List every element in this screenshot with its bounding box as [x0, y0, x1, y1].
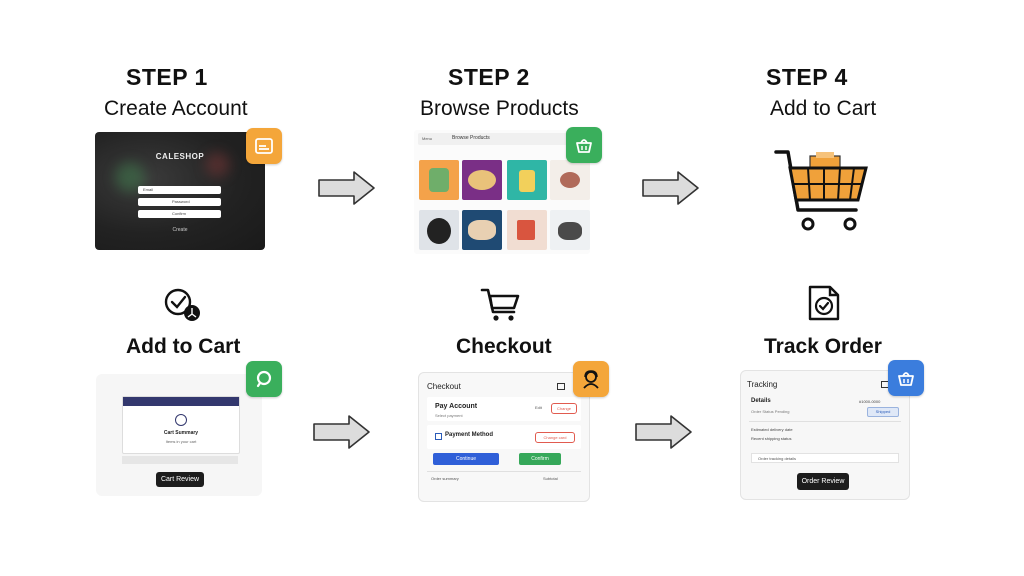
cart-summary-text: Cart Summary [163, 430, 199, 436]
menu-link[interactable]: Menu [422, 136, 433, 141]
product-tile[interactable] [419, 160, 459, 200]
pay-account-title: Pay Account [435, 403, 478, 410]
recent-status: Recent shipping status [751, 436, 792, 441]
blur-decoration [205, 152, 230, 177]
account-badge [246, 128, 282, 164]
flow-arrow [642, 171, 699, 205]
step-4-title: Add to Cart [770, 97, 877, 120]
cart-icon [480, 288, 520, 321]
pay-account-section: Pay Account Select payment Edit Change [427, 397, 581, 421]
check-circle-icon [164, 288, 200, 321]
search-icon [256, 370, 272, 388]
product-tile[interactable] [462, 160, 502, 200]
order-review-button[interactable]: Order Review [797, 473, 849, 490]
step-4-label: STEP 4 [766, 64, 848, 90]
shipped-button[interactable]: Shipped [867, 407, 899, 417]
product-tile[interactable] [419, 210, 459, 250]
shopping-cart-icon [774, 150, 868, 231]
step-1-title: Create Account [104, 97, 248, 120]
product-tile[interactable] [550, 160, 590, 200]
basket-icon [576, 139, 592, 153]
cart-panel: Cart Summary Items in your cart [122, 396, 240, 454]
document-check-icon [808, 285, 840, 321]
card-icon [435, 433, 442, 440]
subtotal-text: Subtotal [543, 476, 558, 481]
flow-arrow [313, 415, 370, 449]
cart-panel-header [123, 397, 239, 406]
payment-method-label: Payment Method [445, 432, 494, 438]
add-to-cart-title: Add to Cart [126, 335, 241, 358]
basket-icon [898, 372, 914, 386]
product-tile[interactable] [507, 160, 547, 200]
checkout-badge [573, 361, 609, 397]
divider [427, 471, 581, 472]
tracking-card: Tracking Details #1000-0000 Order Status… [740, 370, 910, 500]
card-icon [255, 138, 273, 154]
target-icon [175, 414, 187, 426]
tracking-badge [888, 360, 924, 396]
edit-text: Edit [535, 405, 542, 410]
flow-arrow [318, 171, 375, 205]
tracking-header: Tracking [747, 380, 778, 389]
checkout-card: Checkout Pay Account Select payment Edit… [418, 372, 590, 502]
divider [749, 421, 901, 422]
product-tile[interactable] [507, 210, 547, 250]
cart-items-text: Items in your cart [165, 439, 197, 444]
cart-badge [246, 361, 282, 397]
browse-topbar: Menu Browse Products [418, 133, 568, 145]
flow-arrow [635, 415, 692, 449]
confirm-field[interactable]: Confirm [138, 210, 221, 218]
shop-brand: CALESHOP [155, 152, 205, 161]
tracking-input[interactable]: Order tracking details [751, 453, 899, 463]
product-tile[interactable] [550, 210, 590, 250]
cart-bar [122, 456, 238, 464]
track-order-title: Track Order [764, 335, 882, 358]
cart-summary-card: Cart Summary Items in your cart Cart Rev… [96, 374, 262, 496]
support-agent-icon [583, 370, 599, 389]
create-link[interactable]: Create [172, 227, 188, 233]
window-icon [557, 383, 565, 390]
order-summary-text: Order summary [431, 476, 459, 481]
step-2-title: Browse Products [420, 97, 579, 120]
password-field[interactable]: Password [138, 198, 221, 206]
checkout-title: Checkout [456, 335, 552, 358]
cart-review-button[interactable]: Cart Review [156, 472, 204, 487]
browse-header: Browse Products [452, 135, 490, 141]
estimated-delivery: Estimated delivery date [751, 427, 793, 432]
order-number: #1000-0000 [859, 399, 881, 404]
pay-account-sub: Select payment [435, 413, 463, 418]
tracking-status-text: Order Status Pending [751, 409, 790, 414]
confirm-button[interactable]: Confirm [519, 453, 561, 465]
step-2-label: STEP 2 [448, 64, 530, 90]
change-card-button[interactable]: Change card [535, 432, 575, 443]
continue-button[interactable]: Continue [433, 453, 499, 465]
product-tile[interactable] [462, 210, 502, 250]
browse-screen: Menu Browse Products [414, 130, 590, 254]
browse-badge [566, 127, 602, 163]
create-account-screen: CALESHOP Email Password Confirm Create [95, 132, 265, 250]
checkout-header: Checkout [427, 382, 461, 391]
change-button[interactable]: Change [551, 403, 577, 414]
payment-method-section: Payment Method Change card [427, 425, 581, 449]
step-1-label: STEP 1 [126, 64, 208, 90]
email-field[interactable]: Email [138, 186, 221, 194]
tracking-title: Details [751, 398, 771, 404]
